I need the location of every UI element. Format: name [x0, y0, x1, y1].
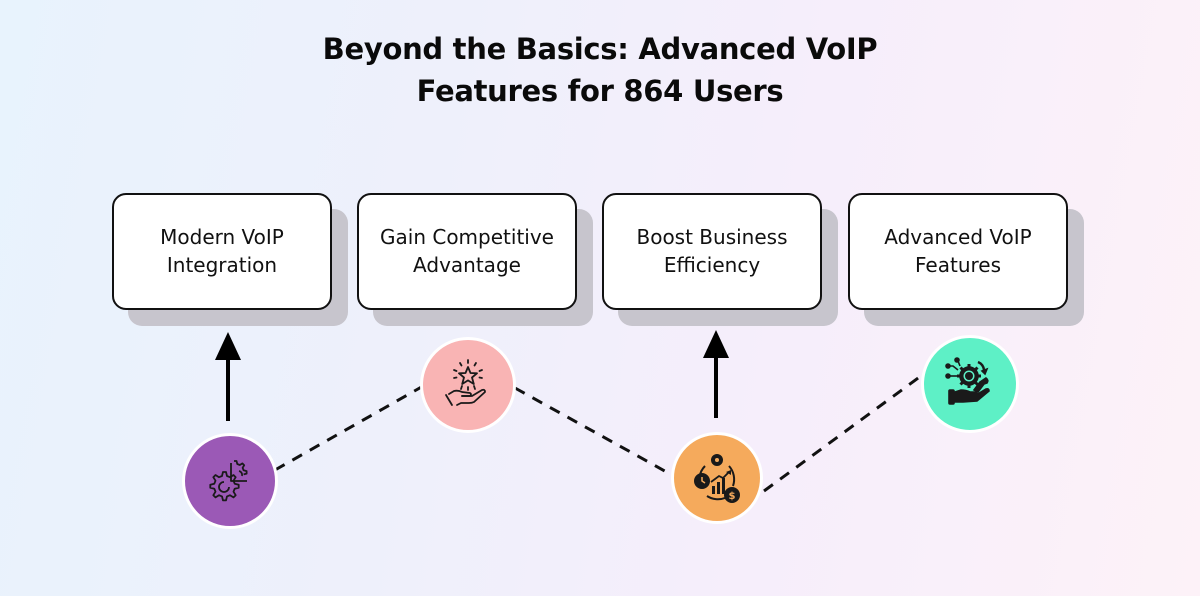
gear-clock-icon	[209, 460, 248, 502]
efficiency-cycle-icon: $	[694, 454, 740, 503]
dashed-connector-2-3	[514, 386, 673, 477]
card-body: Boost Business Efficiency	[602, 193, 822, 310]
hand-star-icon	[445, 359, 486, 406]
card-label-line-1: Gain Competitive	[380, 225, 554, 249]
title-line-1: Beyond the Basics: Advanced VoIP	[322, 32, 878, 66]
step-circle-4	[921, 335, 1019, 433]
step-card-1: Modern VoIP Integration	[112, 193, 348, 326]
arrow-up-3	[703, 330, 729, 418]
card-label-line-1: Advanced VoIP	[884, 225, 1032, 249]
card-body: Modern VoIP Integration	[112, 193, 332, 310]
step-circle-2	[420, 337, 516, 433]
dashed-connector-1-2	[274, 383, 426, 472]
card-label-line-2: Advantage	[413, 253, 521, 277]
step-circle-1	[182, 433, 278, 529]
dashed-connector-3-4	[763, 371, 926, 493]
card-body: Gain Competitive Advantage	[357, 193, 577, 310]
step-card-2: Gain Competitive Advantage	[357, 193, 593, 326]
card-label-line-2: Features	[915, 253, 1001, 277]
diagram-title: Beyond the Basics: Advanced VoIP Feature…	[0, 28, 1200, 112]
hand-gear-wrench-icon	[945, 357, 990, 405]
arrow-up-1	[215, 332, 241, 421]
svg-text:$: $	[729, 491, 736, 502]
title-line-2: Features for 864 Users	[416, 74, 784, 108]
card-label-line-1: Boost Business	[636, 225, 788, 249]
step-circle-3: $	[671, 432, 763, 524]
card-label-line-1: Modern VoIP	[160, 225, 284, 249]
card-label-line-2: Efficiency	[663, 253, 761, 277]
step-card-3: Boost Business Efficiency	[602, 193, 838, 326]
card-body: Advanced VoIP Features	[848, 193, 1068, 310]
step-card-4: Advanced VoIP Features	[848, 193, 1084, 326]
card-label-line-2: Integration	[166, 253, 278, 277]
